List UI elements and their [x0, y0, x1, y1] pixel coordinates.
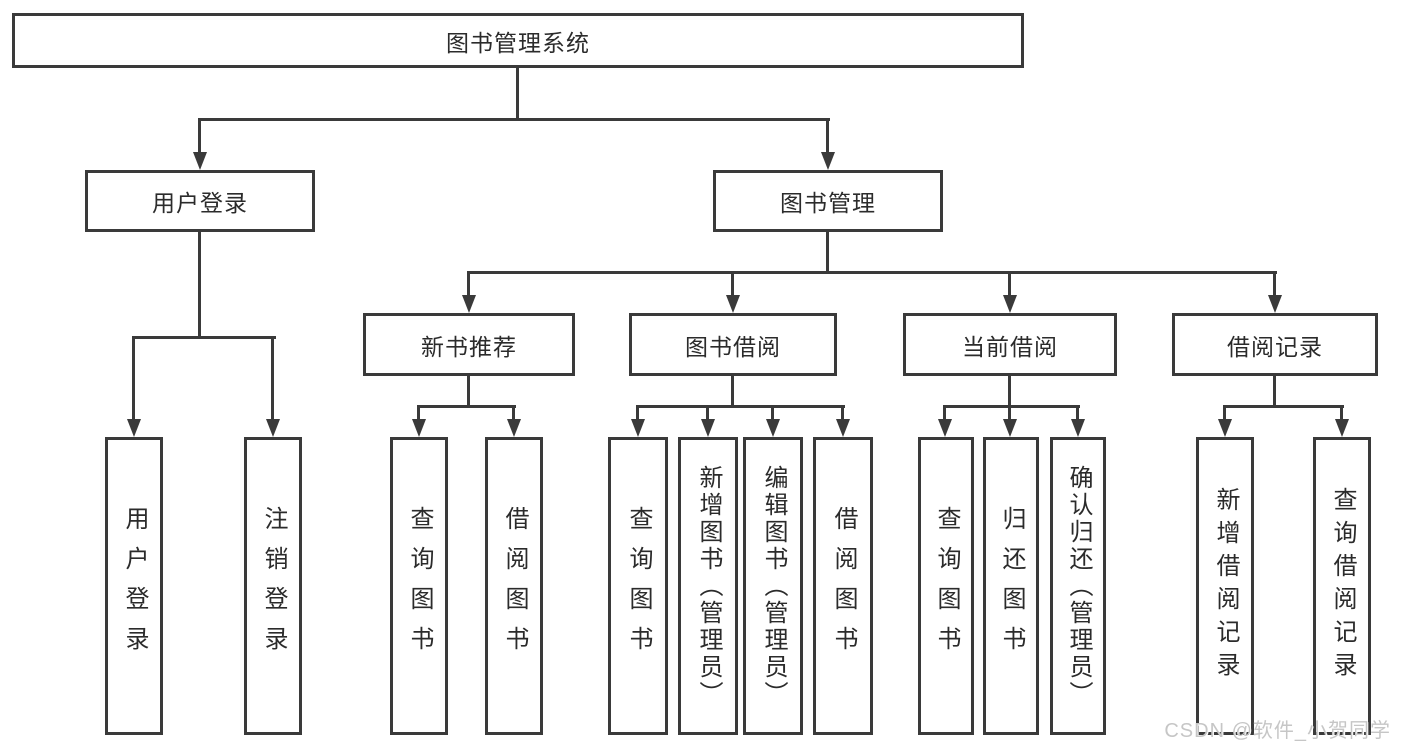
connector-drop-user-login [198, 120, 201, 153]
arrowhead-add-record [1218, 419, 1232, 437]
node-leaf-query-book-2-label: 查询图书 [625, 506, 652, 666]
arrowhead-confirm-return [1071, 419, 1085, 437]
connector-root-trunk [516, 68, 519, 120]
connector-book-borrow-trunk [731, 376, 734, 407]
connector-borrow-record-trunk [1273, 376, 1276, 407]
connector-drop-borrow-book-2 [841, 407, 844, 420]
connector-new-book-rec-trunk [467, 376, 470, 407]
connector-book-borrow-rail [636, 405, 845, 408]
connector-drop-current-borrow [1008, 273, 1011, 296]
connector-drop-leaf-logout [271, 338, 274, 420]
node-leaf-query-book-2: 查询图书 [608, 437, 668, 735]
node-leaf-query-book-3: 查询图书 [918, 437, 974, 735]
csdn-watermark: CSDN @软件_小贺同学 [1164, 720, 1391, 742]
node-leaf-query-book-1: 查询图书 [390, 437, 448, 735]
connector-drop-book-mgmt [826, 120, 829, 153]
node-leaf-add-book: 新增图书（管理员） [678, 437, 738, 735]
arrowhead-borrow-book-2 [836, 419, 850, 437]
node-user-login: 用户登录 [85, 170, 315, 232]
connector-current-borrow-rail [943, 405, 1080, 408]
node-user-login-label: 用户登录 [152, 190, 248, 216]
connector-drop-return-book [1008, 407, 1011, 420]
node-leaf-borrow-book-2: 借阅图书 [813, 437, 873, 735]
connector-drop-query-book-1 [417, 407, 420, 420]
node-leaf-confirm-return-label: 确认归还（管理员） [1065, 464, 1092, 708]
node-current-borrow-label: 当前借阅 [962, 333, 1058, 360]
arrowhead-book-mgmt [821, 152, 835, 170]
connector-drop-query-record [1340, 407, 1343, 420]
arrowhead-user-login [193, 152, 207, 170]
connector-drop-book-borrow [731, 273, 734, 296]
connector-level3-rail [467, 271, 1277, 274]
arrowhead-query-book-2 [631, 419, 645, 437]
node-leaf-query-record: 查询借阅记录 [1313, 437, 1371, 735]
arrowhead-borrow-book-1 [507, 419, 521, 437]
connector-drop-query-book-2 [636, 407, 639, 420]
connector-borrow-record-rail [1223, 405, 1344, 408]
node-new-book-rec: 新书推荐 [363, 313, 575, 376]
node-leaf-user-login-label: 用户登录 [121, 506, 148, 666]
connector-drop-borrow-book-1 [512, 407, 515, 420]
node-new-book-rec-label: 新书推荐 [421, 333, 517, 360]
node-leaf-edit-book-label: 编辑图书（管理员） [760, 464, 787, 708]
node-book-mgmt: 图书管理 [713, 170, 943, 232]
node-leaf-borrow-book-1: 借阅图书 [485, 437, 543, 735]
connector-book-mgmt-trunk [826, 232, 829, 273]
node-leaf-add-record: 新增借阅记录 [1196, 437, 1254, 735]
node-borrow-record: 借阅记录 [1172, 313, 1378, 376]
arrowhead-leaf-user-login [127, 419, 141, 437]
connector-new-book-rec-rail [417, 405, 516, 408]
connector-drop-leaf-user-login [132, 338, 135, 420]
node-root-label: 图书管理系统 [446, 29, 590, 56]
node-leaf-logout: 注销登录 [244, 437, 302, 735]
node-leaf-query-book-3-label: 查询图书 [933, 506, 960, 666]
node-leaf-confirm-return: 确认归还（管理员） [1050, 437, 1106, 735]
arrowhead-add-book [701, 419, 715, 437]
node-leaf-add-record-label: 新增借阅记录 [1212, 487, 1239, 685]
arrowhead-edit-book [766, 419, 780, 437]
node-leaf-borrow-book-2-label: 借阅图书 [830, 506, 857, 666]
arrowhead-query-book-1 [412, 419, 426, 437]
node-leaf-query-record-label: 查询借阅记录 [1329, 487, 1356, 685]
node-leaf-return-book-label: 归还图书 [998, 506, 1025, 666]
arrowhead-current-borrow [1003, 295, 1017, 313]
node-leaf-add-book-label: 新增图书（管理员） [695, 464, 722, 708]
node-borrow-record-label: 借阅记录 [1227, 333, 1323, 360]
arrowhead-query-book-3 [938, 419, 952, 437]
arrowhead-query-record [1335, 419, 1349, 437]
connector-drop-query-book-3 [943, 407, 946, 420]
node-book-borrow: 图书借阅 [629, 313, 837, 376]
arrowhead-leaf-logout [266, 419, 280, 437]
connector-drop-borrow-record [1273, 273, 1276, 296]
node-leaf-return-book: 归还图书 [983, 437, 1039, 735]
connector-drop-add-book [706, 407, 709, 420]
arrowhead-book-borrow [726, 295, 740, 313]
connector-drop-add-record [1223, 407, 1226, 420]
arrowhead-return-book [1003, 419, 1017, 437]
arrowhead-new-book-rec [462, 295, 476, 313]
node-leaf-edit-book: 编辑图书（管理员） [743, 437, 803, 735]
connector-drop-confirm-return [1076, 407, 1079, 420]
node-leaf-logout-label: 注销登录 [260, 506, 287, 666]
node-book-mgmt-label: 图书管理 [780, 190, 876, 216]
node-root: 图书管理系统 [12, 13, 1024, 68]
node-leaf-borrow-book-1-label: 借阅图书 [501, 506, 528, 666]
connector-drop-new-book-rec [467, 273, 470, 296]
node-book-borrow-label: 图书借阅 [685, 333, 781, 360]
node-current-borrow: 当前借阅 [903, 313, 1117, 376]
connector-level2-rail [198, 118, 830, 121]
connector-user-login-rail [132, 336, 276, 339]
arrowhead-borrow-record [1268, 295, 1282, 313]
node-leaf-user-login: 用户登录 [105, 437, 163, 735]
connector-current-borrow-trunk [1008, 376, 1011, 407]
connector-drop-edit-book [771, 407, 774, 420]
node-leaf-query-book-1-label: 查询图书 [406, 506, 433, 666]
connector-user-login-trunk [198, 232, 201, 338]
